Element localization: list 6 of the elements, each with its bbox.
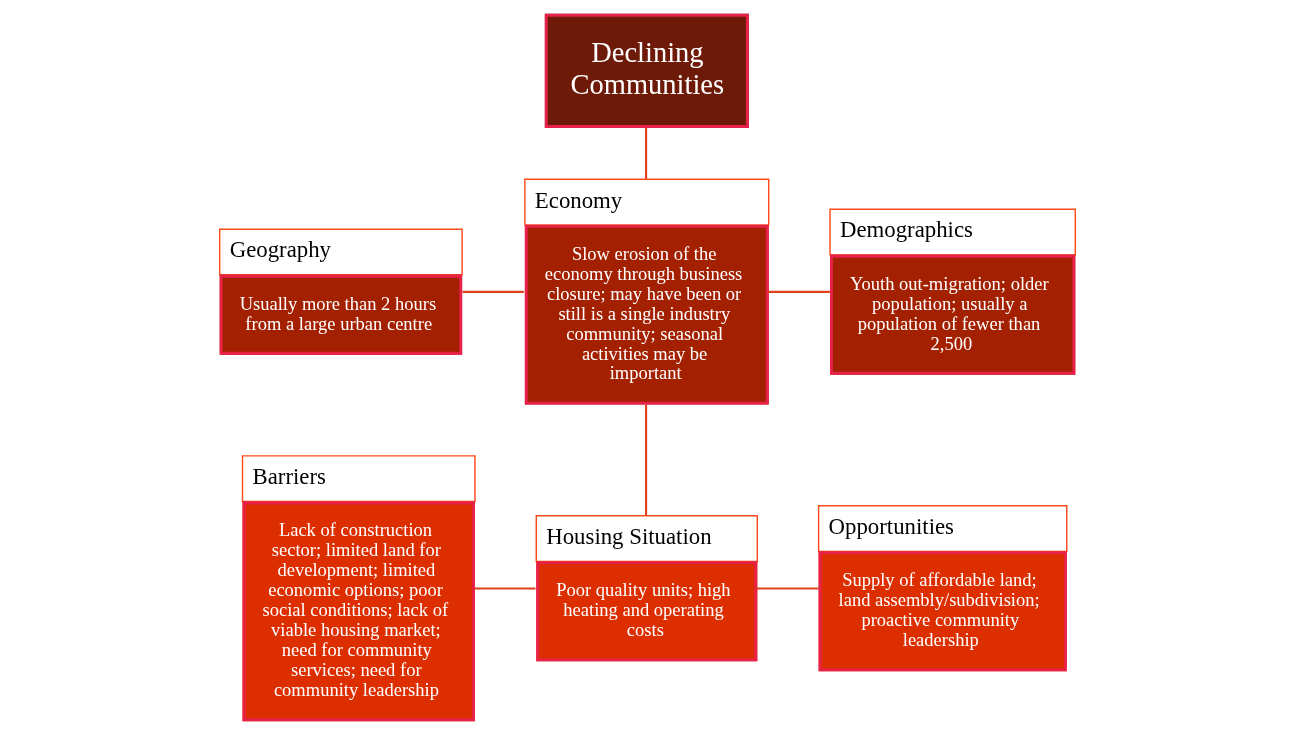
connector [462,290,524,293]
connector [767,290,830,293]
connector [644,404,647,516]
connector [644,127,647,179]
connector [474,587,535,590]
connector [756,587,818,590]
